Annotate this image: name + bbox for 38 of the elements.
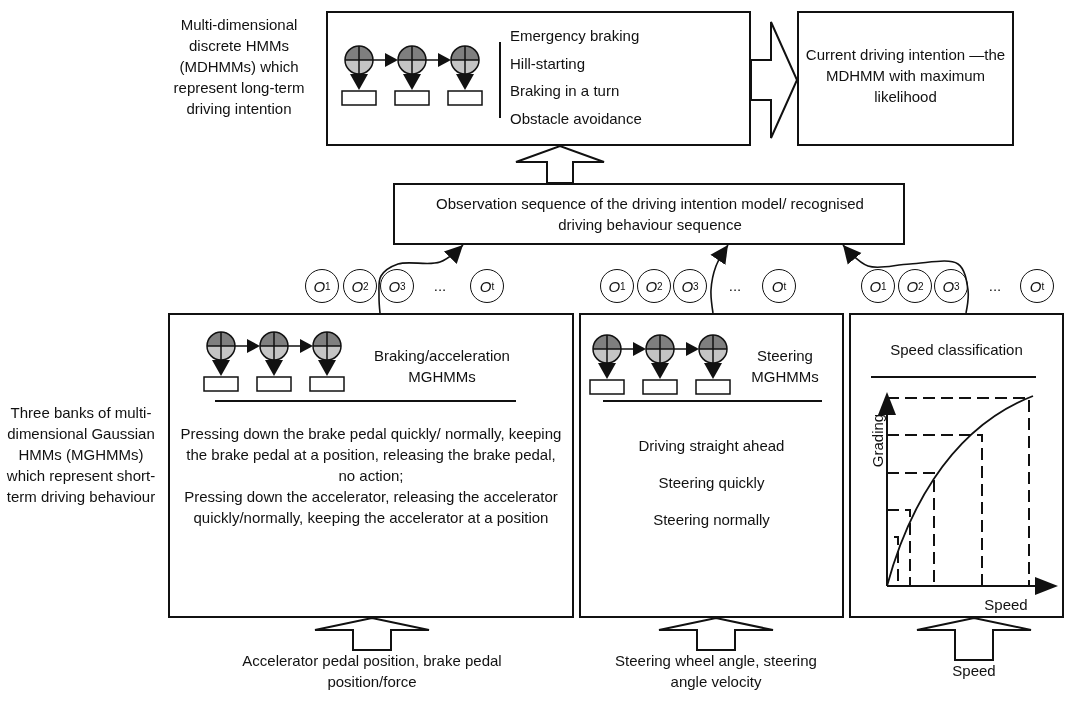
intention-item: Hill-starting: [510, 53, 586, 74]
axis-label: Speed: [983, 595, 1029, 615]
arrow: [842, 244, 970, 314]
result-box: [797, 11, 1014, 146]
intention-item: Obstacle avoidance: [510, 108, 643, 129]
model-box: [326, 11, 751, 146]
ellipsis: ...: [727, 276, 743, 296]
behaviour-list: Pressing down the accelerator, releasing the accelerator quickly/normally, keeping the accelerator at a position: [178, 486, 564, 528]
result-text: Current driving intention —the MDHMM with maximum likelihood: [804, 45, 1007, 107]
block-arrow: [658, 616, 774, 651]
behaviour-list: Pressing down the brake pedal quickly/ normally, keeping the brake pedal at a position, releasing the brake pedal, no action;: [178, 423, 564, 486]
model-bank-box: [168, 313, 574, 618]
arrow: [710, 244, 729, 314]
axis-label: Grading: [867, 412, 887, 470]
input-text: Accelerator pedal position, brake pedal position/force: [241, 651, 503, 692]
block-arrow: [515, 144, 605, 184]
input-text: Speed: [951, 661, 997, 681]
model-description: Multi-dimensional discrete HMMs (MDHMMs) which represent long-term driving intention: [172, 15, 306, 119]
sequence-box: [393, 183, 905, 245]
behaviour-item: Steering quickly: [658, 473, 765, 493]
chart-title: Speed classification: [889, 340, 1024, 360]
model-bank-box: [579, 313, 844, 618]
ellipsis: ...: [987, 276, 1003, 296]
block-arrow: [916, 616, 1032, 661]
sequence-text: Observation sequence of the driving intention model/ recognised driving behaviour sequence: [435, 194, 865, 235]
behaviour-item: Driving straight ahead: [638, 436, 785, 456]
block-arrow: [314, 616, 430, 651]
input-text: Steering wheel angle, steering angle velocity: [614, 651, 818, 692]
bank-description: Three banks of multi-dimensional Gaussian HMMs (MGHMMs) which represent short-term driving behaviour: [6, 403, 156, 507]
model-title: Braking/acceleration MGHMMs: [373, 346, 511, 387]
intention-item: Emergency braking: [510, 26, 641, 46]
model-title: Steering MGHMMs: [750, 346, 820, 387]
intention-item: Braking in a turn: [510, 81, 621, 101]
behaviour-item: Steering normally: [653, 510, 770, 530]
ellipsis: ...: [432, 276, 448, 296]
block-arrow: [750, 21, 799, 139]
arrow: [378, 244, 464, 314]
classification-box: [849, 313, 1064, 618]
